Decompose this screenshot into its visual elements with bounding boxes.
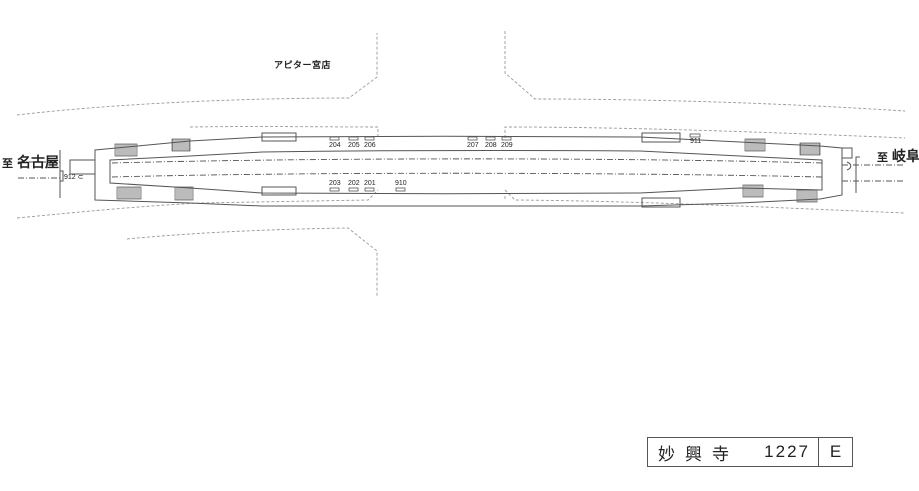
facility-204: 204 — [329, 142, 341, 149]
facility-910: 910 — [395, 180, 407, 187]
road-outlines — [16, 31, 906, 296]
facility-markers — [329, 133, 701, 192]
station-structure — [69, 132, 853, 208]
facility-911: 911 — [690, 138, 702, 145]
direction-left: 至名古屋 — [2, 156, 59, 170]
facility-205: 205 — [348, 142, 360, 149]
facility-201: 201 — [364, 180, 376, 187]
stairs — [114, 138, 821, 203]
title-block: 妙興寺 1227 E — [647, 437, 853, 467]
direction-right: 至岐阜 — [877, 150, 919, 164]
station-code: 1227 — [764, 442, 810, 461]
direction-right-name: 岐阜 — [892, 149, 919, 165]
facility-203: 203 — [329, 180, 341, 187]
title-station-cell: 妙興寺 1227 — [648, 438, 819, 466]
facility-209: 209 — [501, 142, 513, 149]
section-label: E — [829, 442, 842, 461]
facility-207: 207 — [467, 142, 479, 149]
facility-912: 912 ⊂ — [64, 174, 84, 181]
facility-912-symbol: ⊂ — [77, 174, 84, 181]
facility-206: 206 — [364, 142, 376, 149]
station-name: 妙興寺 — [658, 444, 739, 465]
direction-right-prefix: 至 — [877, 151, 888, 164]
line-ends — [59, 150, 860, 198]
landmark-label: アピター宮店 — [274, 61, 332, 71]
facility-912-number: 912 — [64, 174, 76, 181]
facility-208: 208 — [485, 142, 497, 149]
facility-202: 202 — [348, 180, 360, 187]
direction-left-name: 名古屋 — [17, 155, 59, 171]
direction-left-prefix: 至 — [2, 157, 13, 170]
tracks — [18, 158, 905, 182]
